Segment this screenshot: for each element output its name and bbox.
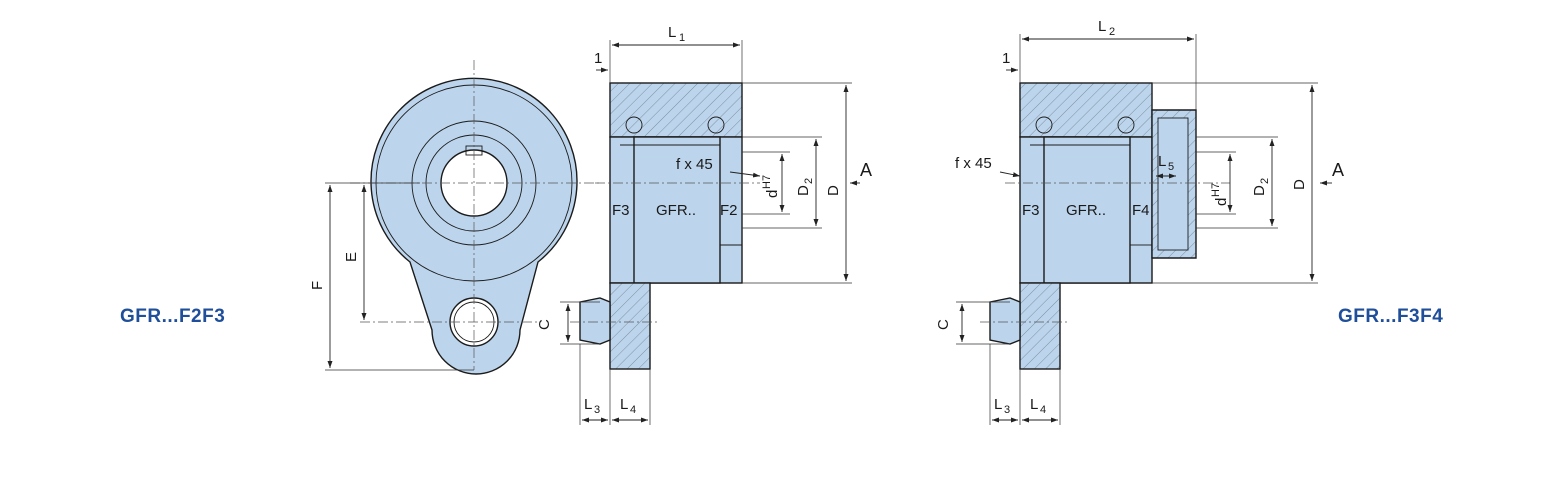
chamfer-label-right: f x 45 [955,155,992,172]
dim-d-right: d [1213,198,1230,206]
dim-L1: L [668,24,676,41]
dim-L2-sub: 2 [1109,26,1115,38]
dim-d-left: d [764,190,781,198]
body-label-right: GFR.. [1066,202,1106,219]
dim-1-right: 1 [1002,50,1010,67]
dim-d-sub-left: H7 [761,175,773,189]
side-view-left: F3 GFR.. F2 f x 45 L 1 1 d H7 D 2 D A [536,24,872,425]
dim-L4-sub-right: 4 [1040,404,1046,416]
face-label-F4: F4 [1132,202,1150,219]
dim-C-left: C [536,319,553,330]
front-view: F E [309,60,600,375]
model-label-right: GFR...F3F4 [1338,306,1443,327]
dim-L3-sub-right: 3 [1004,404,1010,416]
dim-1-left: 1 [594,50,602,67]
dim-L4-left: L [620,396,628,413]
dim-L3-right: L [994,396,1002,413]
face-label-F2: F2 [720,202,738,219]
datum-A-left: A [860,160,872,180]
dim-L5: L [1158,153,1166,170]
dim-d-sub-right: H7 [1210,183,1222,197]
dim-L2: L [1098,18,1106,35]
dim-L4-right: L [1030,396,1038,413]
dim-L4-sub-left: 4 [630,404,636,416]
dim-C-right: C [935,319,952,330]
dim-L1-sub: 1 [679,32,685,44]
dim-D-left: D [825,185,842,196]
dim-L5-sub: 5 [1168,161,1174,173]
body-label-left: GFR.. [656,202,696,219]
dim-D2-left: D [795,185,812,196]
dim-D-right: D [1291,179,1308,190]
dim-D2-right: D [1251,185,1268,196]
dim-E: E [343,252,360,262]
model-label-left: GFR...F2F3 [120,306,225,327]
side-view-right: F3 GFR.. F4 f x 45 L 2 1 L 5 d H7 D 2 [935,18,1344,425]
dim-D2-sub-right: 2 [1259,178,1271,184]
dim-L3-sub-left: 3 [594,404,600,416]
face-label-F3-left: F3 [612,202,630,219]
datum-A-right: A [1332,160,1344,180]
dim-D2-sub-left: 2 [803,178,815,184]
chamfer-label-left: f x 45 [676,156,713,173]
dim-F: F [309,281,326,290]
dim-L3-left: L [584,396,592,413]
face-label-F3-right: F3 [1022,202,1040,219]
